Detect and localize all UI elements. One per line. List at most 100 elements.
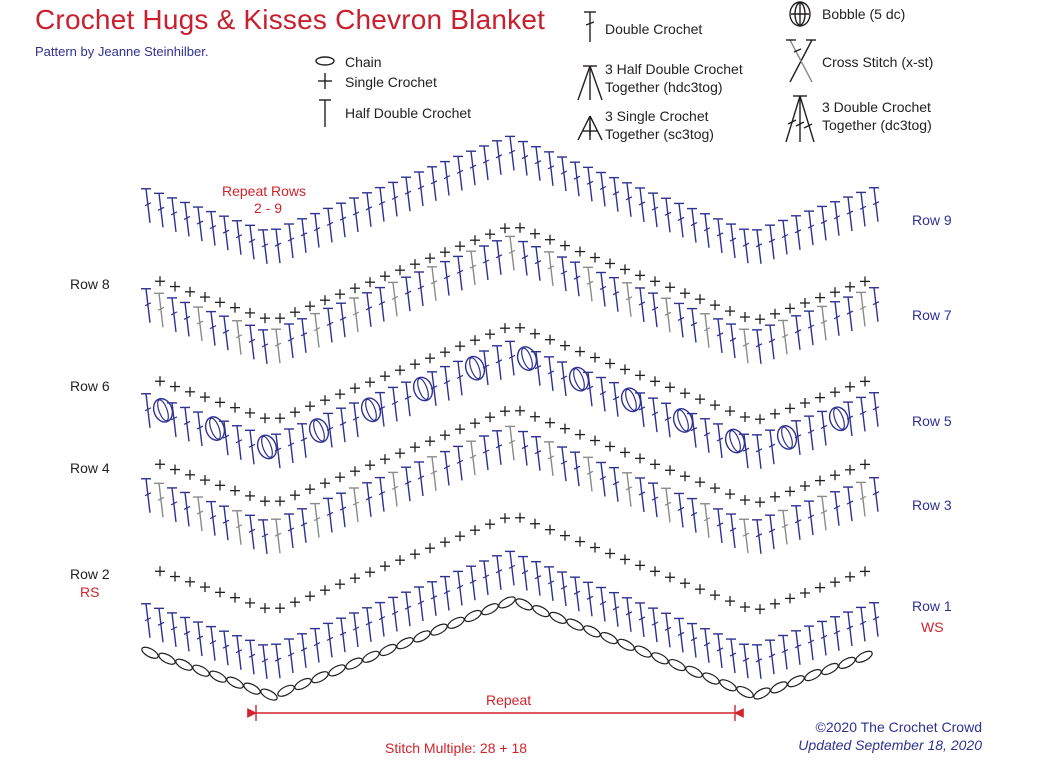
double-crochet-mark [223, 506, 229, 541]
double-crochet-bar [170, 626, 178, 631]
chain-mark [702, 672, 720, 685]
row-label-4: Row 4 [70, 460, 110, 476]
bobble-mark [152, 397, 174, 423]
double-crochet-bar [664, 211, 672, 216]
double-crochet-bar [248, 528, 256, 533]
double-crochet-mark [145, 478, 151, 513]
double-crochet-mark [678, 303, 684, 338]
double-crochet-mark [600, 272, 606, 307]
double-crochet-bar [547, 455, 555, 460]
double-crochet-mark [379, 602, 385, 637]
double-crochet-bar [339, 316, 347, 321]
double-crochet-mark [717, 633, 723, 668]
double-crochet-bar [677, 631, 685, 636]
double-crochet-bar [612, 291, 620, 296]
double-crochet-bar [677, 216, 685, 221]
double-crochet-bar [326, 221, 334, 226]
double-crochet-bar [703, 432, 711, 437]
double-crochet-bar [690, 322, 698, 327]
legend-sc3tog-label-2: Together (sc3tog) [605, 126, 714, 142]
double-crochet-mark [691, 498, 697, 533]
double-crochet-mark [561, 571, 567, 607]
ws-label: WS [921, 619, 944, 635]
double-crochet-bar [625, 196, 633, 201]
double-crochet-mark [821, 496, 827, 531]
chain-mark [328, 664, 346, 677]
double-crochet-mark [561, 446, 567, 482]
double-crochet-bar [430, 180, 438, 185]
double-crochet-mark [392, 182, 398, 217]
double-crochet-mark [483, 435, 489, 471]
double-crochet-bar [846, 625, 854, 630]
double-crochet-mark [821, 306, 827, 341]
double-crochet-mark [431, 581, 437, 616]
double-crochet-mark [639, 287, 645, 323]
double-crochet-mark [184, 492, 190, 527]
double-crochet-bar [235, 234, 243, 239]
double-crochet-mark [418, 171, 424, 207]
double-crochet-mark [743, 434, 749, 469]
double-crochet-mark [262, 519, 268, 554]
double-crochet-bar [664, 311, 672, 316]
double-crochet-bar [443, 590, 451, 595]
double-crochet-bar [183, 630, 191, 636]
double-crochet-bar [222, 519, 230, 524]
double-crochet-bar [196, 425, 204, 430]
double-crochet-mark [769, 325, 775, 360]
double-crochet-bar [794, 644, 802, 649]
double-crochet-bar [495, 569, 503, 574]
chain-mark [770, 681, 788, 694]
double-crochet-bar [495, 254, 503, 259]
double-crochet-mark [405, 382, 411, 417]
double-crochet-mark [353, 297, 359, 333]
double-crochet-mark [418, 271, 424, 307]
double-crochet-mark [756, 519, 762, 554]
double-crochet-mark [197, 496, 203, 532]
double-crochet-mark [509, 136, 515, 171]
double-crochet-bar [274, 342, 282, 347]
chain-mark [481, 603, 499, 616]
bobble-mark [204, 416, 226, 441]
double-crochet-mark [314, 503, 320, 538]
double-crochet-mark [470, 151, 476, 186]
double-crochet-bar [560, 375, 568, 380]
legend-dc3tog-label-1: 3 Double Crochet [822, 99, 931, 115]
double-crochet-bar [339, 216, 347, 221]
double-crochet-bar [612, 606, 620, 611]
bobble-mark-inner [469, 357, 481, 380]
chain-mark [141, 646, 159, 659]
double-crochet-bar [157, 206, 165, 211]
double-crochet-bar [417, 475, 425, 480]
double-crochet-mark [171, 402, 177, 437]
double-crochet-bar [417, 600, 425, 605]
row-label-8: Row 8 [70, 276, 110, 292]
double-crochet-mark [353, 612, 359, 648]
sc3tog-icon [577, 115, 603, 141]
bobble-mark [672, 408, 694, 433]
double-crochet-mark [756, 329, 762, 364]
double-crochet-bar [794, 329, 802, 334]
double-crochet-bar [235, 649, 243, 654]
double-crochet-bar [690, 427, 698, 432]
double-crochet-bar [807, 639, 815, 644]
double-crochet-mark [665, 198, 671, 233]
double-crochet-mark [405, 592, 411, 627]
double-crochet-mark [626, 472, 632, 507]
double-crochet-bar [742, 242, 750, 247]
double-crochet-mark [197, 411, 203, 447]
double-crochet-mark [535, 146, 541, 181]
double-crochet-mark [561, 256, 567, 292]
double-crochet-mark [691, 208, 697, 243]
double-crochet-bar [521, 445, 529, 450]
double-crochet-bar [625, 611, 633, 616]
double-crochet-bar [300, 647, 308, 652]
double-crochet-bar [482, 259, 490, 264]
double-crochet-bar [833, 630, 841, 635]
double-crochet-mark [535, 246, 541, 281]
double-crochet-mark [678, 203, 684, 238]
double-crochet-bar [820, 319, 828, 324]
double-crochet-bar [625, 486, 633, 491]
double-crochet-mark [756, 434, 762, 469]
double-crochet-mark [249, 325, 255, 360]
double-crochet-mark [574, 262, 580, 297]
